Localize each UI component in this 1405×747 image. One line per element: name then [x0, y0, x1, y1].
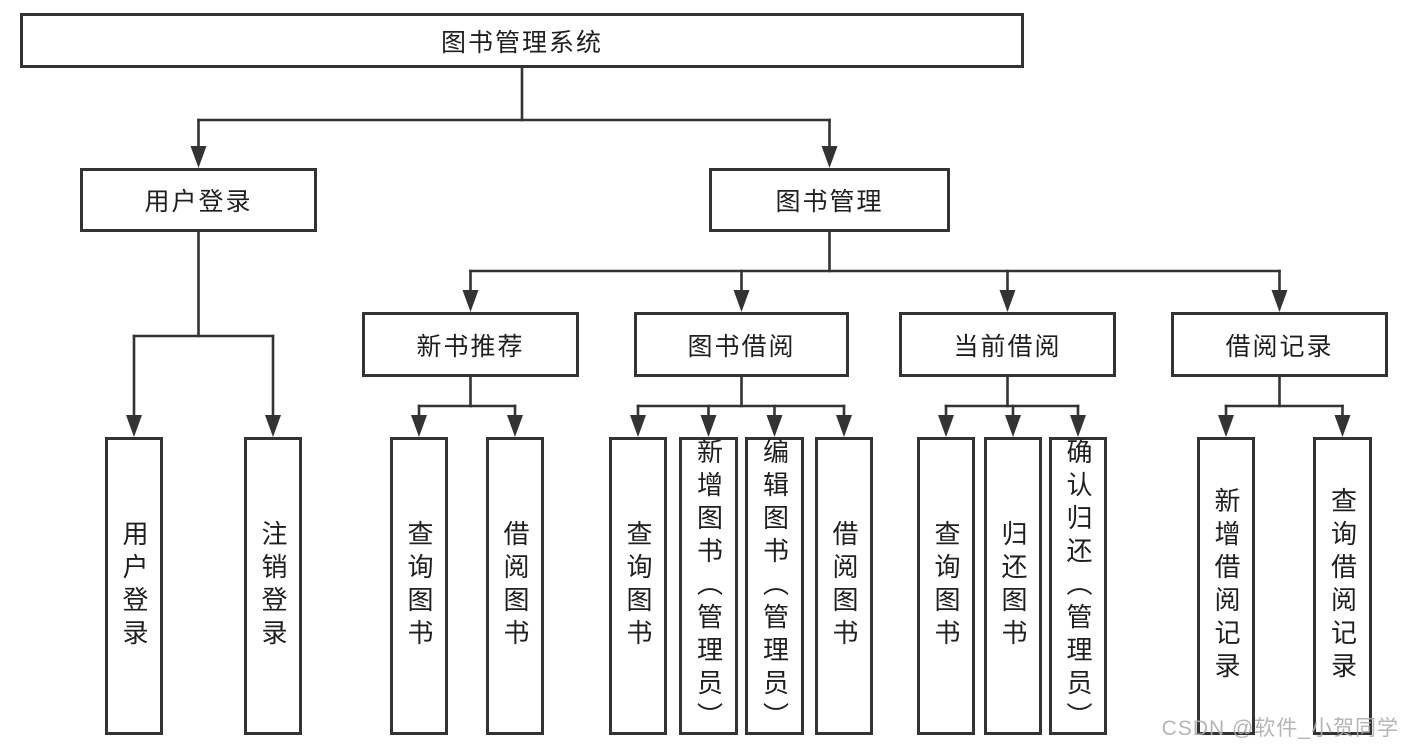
- node-book-mgmt: 图书管理: [709, 168, 950, 232]
- node-book-borrow: 图书借阅: [634, 312, 849, 377]
- node-leaf-user-login: 用户登录: [105, 437, 163, 735]
- arrowhead-current-borrow: [999, 290, 1016, 312]
- arrowhead-leaf-logout: [265, 415, 281, 437]
- node-leaf-query-record: 查询借阅记录: [1313, 437, 1372, 735]
- node-label: 当前借阅: [953, 332, 1062, 361]
- node-label: 查询图书: [623, 520, 653, 652]
- node-leaf-borrow-book-2: 借阅图书: [815, 437, 873, 735]
- arrowhead-leaf-confirm-return: [1070, 415, 1086, 437]
- arrowhead-leaf-add-record: [1218, 415, 1234, 437]
- node-label: 图书管理系统: [440, 28, 603, 57]
- arrowhead-new-book-rec: [462, 290, 479, 312]
- watermark-text: CSDN @软件_小贺同学: [1161, 717, 1399, 740]
- node-label: 注销登录: [258, 520, 288, 652]
- node-label: 用户登录: [144, 188, 253, 216]
- node-leaf-query-book-1: 查询图书: [390, 437, 448, 735]
- arrowhead-book-borrow: [733, 290, 750, 312]
- node-leaf-borrow-book-1: 借阅图书: [486, 437, 544, 735]
- arrowhead-leaf-return-book: [1005, 415, 1021, 437]
- arrowhead-leaf-edit-book: [766, 415, 783, 437]
- node-current-borrow: 当前借阅: [899, 312, 1116, 377]
- node-leaf-return-book: 归还图书: [984, 437, 1042, 735]
- node-label: 借阅图书: [500, 520, 530, 652]
- node-leaf-query-book-3: 查询图书: [917, 437, 975, 735]
- node-leaf-add-record: 新增借阅记录: [1197, 437, 1255, 735]
- node-borrow-records: 借阅记录: [1171, 312, 1388, 377]
- node-label: 确认归还（管理员）: [1063, 437, 1093, 735]
- node-label: 查询借阅记录: [1327, 487, 1358, 685]
- node-label: 归还图书: [998, 520, 1028, 652]
- node-label: 新书推荐: [416, 332, 525, 361]
- watermark: CSDN @软件_小贺同学: [1162, 712, 1399, 742]
- node-label: 查询图书: [404, 520, 434, 652]
- arrowhead-leaf-query-book-2: [630, 415, 646, 437]
- arrowhead-leaf-add-book: [700, 415, 717, 437]
- node-leaf-query-book-2: 查询图书: [609, 437, 667, 735]
- arrowhead-leaf-query-book-1: [411, 415, 427, 437]
- node-label: 图书借阅: [687, 332, 796, 361]
- node-label: 图书管理: [775, 188, 884, 216]
- node-leaf-confirm-return: 确认归还（管理员）: [1049, 437, 1107, 735]
- node-label: 借阅记录: [1225, 332, 1334, 361]
- arrowhead-book-mgmt: [821, 146, 838, 168]
- node-user-login: 用户登录: [80, 168, 317, 232]
- arrowhead-leaf-borrow-book-2: [836, 415, 852, 437]
- node-leaf-logout: 注销登录: [244, 437, 302, 735]
- arrowhead-leaf-query-book-3: [938, 415, 954, 437]
- arrowhead-borrow-records: [1271, 290, 1288, 312]
- arrowhead-leaf-user-login: [126, 415, 142, 437]
- node-leaf-add-book: 新增图书（管理员）: [679, 437, 738, 735]
- node-leaf-edit-book: 编辑图书（管理员）: [745, 437, 804, 735]
- arrowhead-leaf-borrow-book-1: [507, 415, 523, 437]
- node-root: 图书管理系统: [20, 13, 1024, 68]
- arrowhead-leaf-query-record: [1334, 415, 1351, 437]
- arrowhead-user-login: [190, 146, 207, 168]
- node-label: 查询图书: [931, 520, 961, 652]
- node-label: 借阅图书: [829, 520, 859, 652]
- node-label: 新增图书（管理员）: [693, 437, 724, 735]
- node-label: 新增借阅记录: [1211, 487, 1241, 685]
- node-label: 用户登录: [119, 520, 149, 652]
- node-new-book-rec: 新书推荐: [362, 312, 579, 377]
- node-label: 编辑图书（管理员）: [759, 437, 790, 735]
